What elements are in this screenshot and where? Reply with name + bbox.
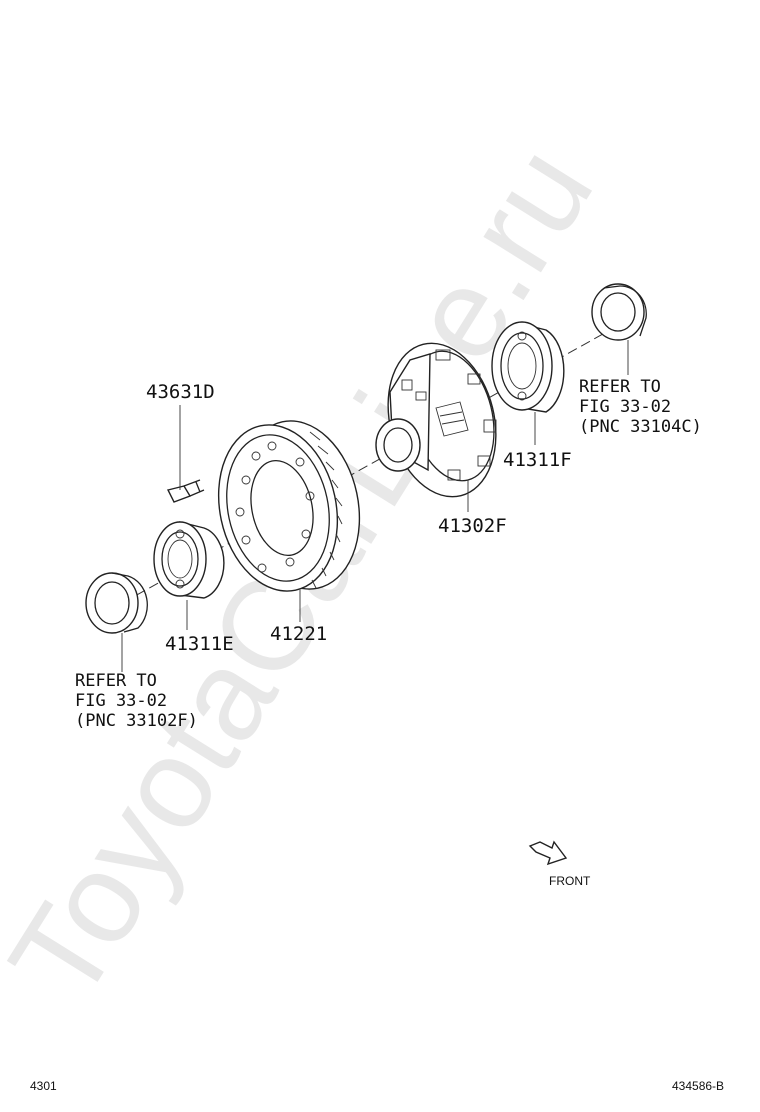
label-bolt: 43631D (146, 381, 215, 403)
label-case: 41302F (438, 515, 507, 537)
svg-text:REFER TO: REFER TO (75, 671, 157, 691)
svg-text:FIG 33-02: FIG 33-02 (579, 397, 671, 417)
front-arrow-icon (528, 840, 568, 866)
svg-text:(PNC 33104C): (PNC 33104C) (579, 417, 702, 437)
svg-text:FIG 33-02: FIG 33-02 (75, 691, 167, 711)
refer-left-note: REFER TO FIG 33-02 (PNC 33102F) (75, 671, 198, 731)
footer-left-code: 4301 (30, 1079, 57, 1093)
refer-right-note: REFER TO FIG 33-02 (PNC 33104C) (579, 377, 702, 437)
right-oil-seal (591, 283, 647, 341)
label-ring-gear: 41221 (270, 623, 327, 645)
front-label: FRONT (549, 874, 591, 888)
label-bearing-right: 41311F (503, 449, 572, 471)
differential-case (375, 342, 497, 498)
left-oil-seal (85, 572, 148, 634)
footer-right-code: 434586-B (672, 1079, 724, 1093)
leader-lines (121, 340, 629, 672)
ring-gear (217, 420, 361, 592)
svg-text:(PNC 33102F): (PNC 33102F) (75, 711, 198, 731)
left-bearing (153, 521, 225, 599)
bolt (166, 479, 205, 503)
label-bearing-left: 41311E (165, 633, 234, 655)
right-bearing (491, 321, 565, 413)
svg-text:REFER TO: REFER TO (579, 377, 661, 397)
